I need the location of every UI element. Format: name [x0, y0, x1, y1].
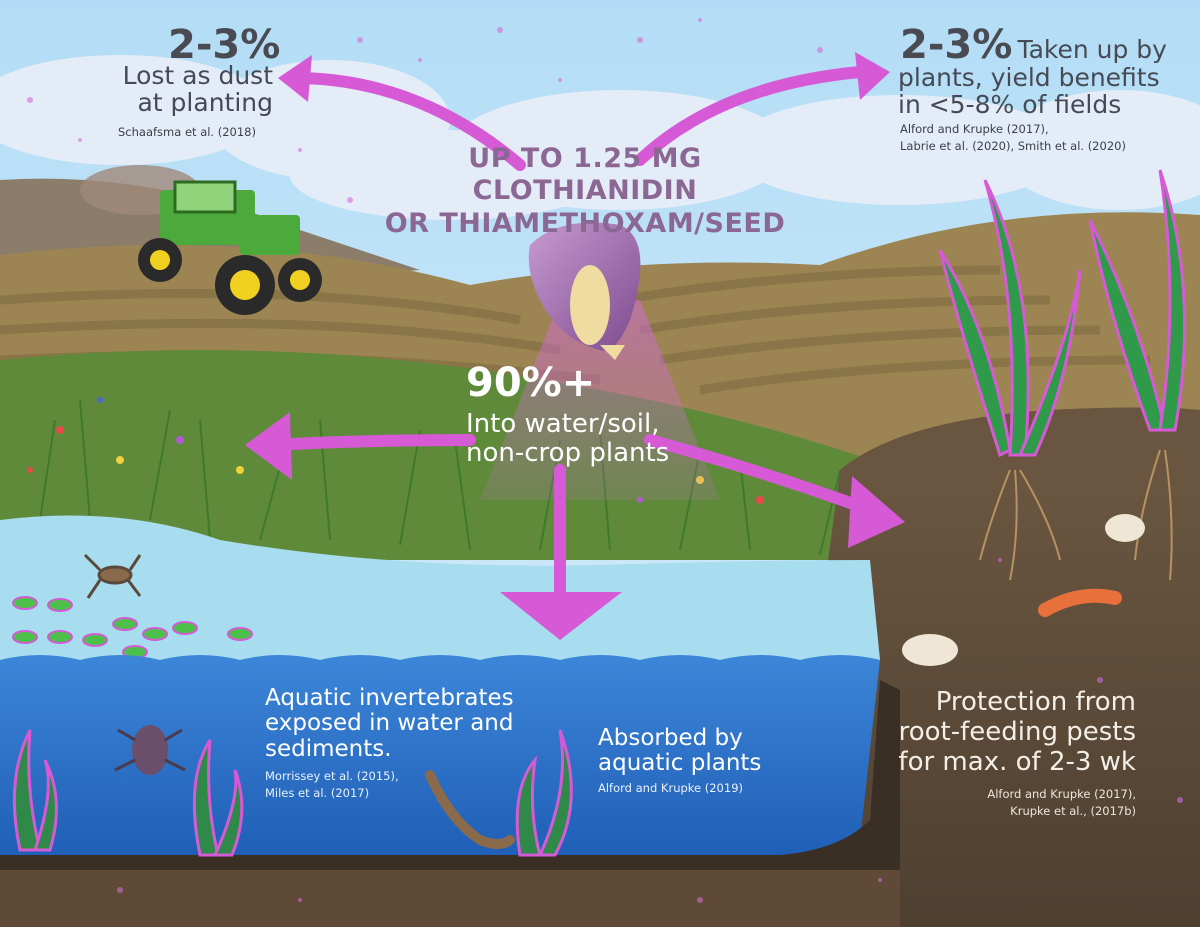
uptake-citation-line1: Alford and Krupke (2017), [900, 122, 1049, 136]
arrowhead-dust [278, 55, 312, 102]
protection-label-line3: for max. of 2-3 wk [898, 746, 1136, 777]
corn-roots [979, 449, 1173, 581]
uptake-label-line1: Taken up by [1017, 35, 1167, 64]
wireworm-icon [1038, 588, 1122, 617]
arrowhead-meadow [245, 412, 292, 480]
uptake-label-line2: plants, yield benefits [898, 63, 1160, 92]
dust-percent: 2-3% [168, 22, 281, 68]
aquatic-plants-label: Absorbed by aquatic plants [598, 725, 762, 777]
arrows [269, 66, 876, 606]
pond-deep [0, 655, 880, 860]
arrow-to-meadow [269, 434, 476, 451]
arrow-to-uptake [634, 66, 866, 166]
uptake-citation-line2: Labrie et al. (2020), Smith et al. (2020… [900, 138, 1126, 153]
center-title: UP TO 1.25 MG CLOTHIANIDIN OR THIAMETHOX… [370, 143, 800, 240]
arrowhead-soil [848, 476, 905, 548]
center-title-line2: OR THIAMETHOXAM/SEED [384, 207, 786, 239]
grub-icon [902, 514, 1145, 666]
uptake-label: plants, yield benefits in <5-8% of field… [898, 64, 1160, 118]
grass-meadow [0, 350, 900, 560]
beetle-icon [114, 725, 186, 775]
lily-pad-icon [12, 596, 253, 659]
arrowhead-uptake [855, 52, 890, 100]
pond-bed [0, 680, 900, 885]
invertebrates-citation-line1: Morrissey et al. (2015), [265, 769, 399, 783]
seagrass-icon [12, 729, 573, 857]
protection-citation-line1: Alford and Krupke (2017), [987, 787, 1136, 801]
dust-label: Lost as dust at planting [115, 62, 273, 116]
uptake-percent: 2-3% [900, 22, 1013, 68]
arrow-to-dust [294, 72, 526, 171]
pesticide-speckles [27, 18, 1183, 903]
pond-surface [0, 515, 880, 660]
dust-label-line2: at planting [137, 88, 273, 117]
seed-icon [528, 222, 641, 360]
environment-label-line2: non-crop plants [466, 438, 670, 469]
ground-bottom [0, 870, 900, 927]
corn-plant-icon [938, 169, 1187, 458]
uptake-citation: Alford and Krupke (2017), Labrie et al. … [900, 121, 1126, 154]
invertebrates-label: Aquatic invertebrates exposed in water a… [265, 685, 514, 762]
seed-beam [480, 300, 720, 500]
water-strider-icon [83, 553, 142, 599]
invertebrates-label-line3: sediments. [265, 735, 392, 762]
environment-percent: 90%+ [466, 360, 596, 406]
uptake-label-line3: in <5-8% of fields [898, 90, 1122, 119]
shrimp-icon [425, 770, 515, 849]
center-title-line1: UP TO 1.25 MG CLOTHIANIDIN [468, 143, 702, 207]
tractor-icon [80, 165, 322, 315]
protection-citation: Alford and Krupke (2017), Krupke et al.,… [987, 786, 1136, 821]
dust-label-line1: Lost as dust [122, 61, 273, 90]
arrowhead-water [500, 592, 622, 640]
environment-label-line1: Into water/soil, [466, 409, 660, 439]
invertebrates-citation-line2: Miles et al. (2017) [265, 786, 370, 801]
arrow-to-soil [644, 434, 876, 516]
protection-label: Protection from root-feeding pests for m… [898, 687, 1136, 778]
dust-citation: Schaafsma et al. (2018) [118, 125, 256, 139]
invertebrates-citation: Morrissey et al. (2015), Miles et al. (2… [265, 768, 399, 803]
aquatic-plants-label-line2: aquatic plants [598, 750, 762, 777]
protection-label-line1: Protection from [935, 687, 1136, 717]
environment-label: Into water/soil, non-crop plants [466, 409, 670, 469]
protection-label-line2: root-feeding pests [898, 716, 1136, 747]
invertebrates-label-line1: Aquatic invertebrates [265, 685, 514, 711]
protection-citation-line2: Krupke et al., (2017b) [1010, 804, 1136, 819]
invertebrates-label-line2: exposed in water and [265, 710, 514, 737]
aquatic-plants-label-line1: Absorbed by [598, 725, 743, 751]
aquatic-plants-citation: Alford and Krupke (2019) [598, 781, 743, 795]
uptake-heading: 2-3% Taken up by [900, 22, 1167, 68]
arrowheads [245, 52, 905, 640]
